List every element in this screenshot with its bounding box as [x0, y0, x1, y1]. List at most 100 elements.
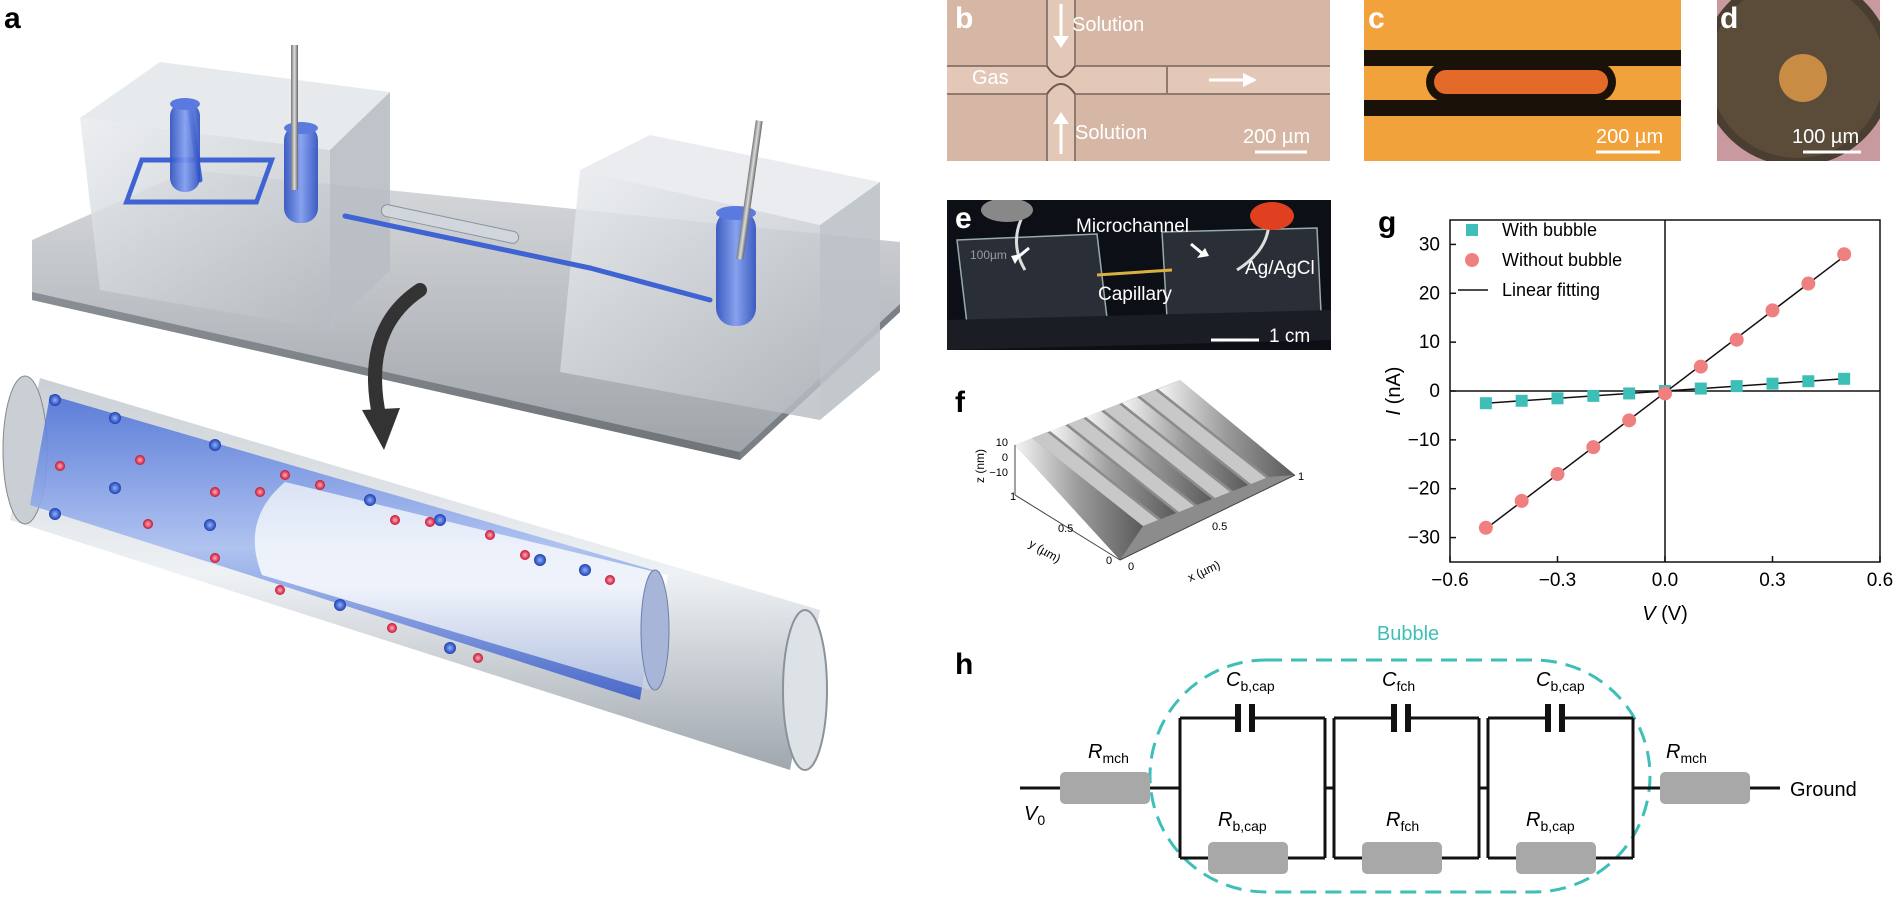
y-tick-0-5: 0.5	[1058, 523, 1073, 535]
panel-e-label-agagcl: Ag/AgCl	[1245, 258, 1315, 279]
data-point-without-bubble	[1837, 247, 1852, 262]
z-tick-10: 10	[996, 437, 1008, 449]
z-tick-neg10: −10	[989, 467, 1008, 479]
electrode-right	[736, 120, 763, 260]
data-point-with-bubble	[1838, 372, 1851, 385]
y-tick-label: 30	[1419, 234, 1440, 255]
panel-c-scale-label: 200 µm	[1596, 126, 1664, 148]
data-point-without-bubble	[1729, 332, 1744, 347]
gas-bubble	[254, 482, 668, 690]
x-tick-1: 1	[1298, 471, 1304, 483]
panel-letter-d: d	[1720, 2, 1739, 35]
capillary-tube-schematic	[380, 204, 520, 244]
data-point-with-bubble	[1551, 392, 1564, 405]
y-tick-label: −10	[1408, 430, 1440, 451]
panel-letter-f: f	[955, 386, 965, 419]
data-point-without-bubble	[1586, 440, 1601, 455]
legend-label-without-bubble: Without bubble	[1502, 250, 1622, 270]
label-cfch: Cfch	[1382, 669, 1415, 694]
y-axis-label: I (nA)	[1383, 367, 1405, 416]
data-point-without-bubble	[1622, 413, 1637, 428]
afm-ridges	[1015, 380, 1295, 560]
x-tick-label: 0.3	[1759, 570, 1785, 591]
panel-e-scale-label: 1 cm	[1269, 326, 1311, 347]
label-ground: Ground	[1790, 779, 1857, 801]
panel-e-label-microchannel: Microchannel	[1076, 216, 1189, 237]
data-point-with-bubble	[1730, 380, 1743, 393]
data-point-without-bubble	[1658, 386, 1672, 401]
z-axis-label: z (nm)	[973, 449, 987, 483]
panel-e-photo	[947, 200, 1331, 350]
data-point-with-bubble	[1802, 375, 1815, 388]
electrode-left	[291, 45, 298, 190]
data-point-with-bubble	[1587, 389, 1600, 402]
x-tick-0-5: 0.5	[1212, 521, 1227, 533]
bubble-label: Bubble	[1377, 623, 1439, 645]
resistor-rbcap-left	[1208, 842, 1288, 874]
data-point-without-bubble	[1514, 493, 1529, 508]
x-tick-0: 0	[1128, 561, 1134, 573]
y-tick-label: −20	[1408, 479, 1440, 500]
panel-e-label-capillary: Capillary	[1098, 284, 1172, 305]
panel-letter-a: a	[4, 2, 21, 35]
data-point-with-bubble	[1623, 387, 1636, 400]
panel-letter-g: g	[1378, 206, 1397, 239]
y-tick-0: 0	[1106, 555, 1112, 567]
zoom-arrow-icon	[368, 283, 427, 427]
panel-c-micrograph	[1364, 0, 1681, 161]
bubble-boundary	[1148, 658, 1652, 894]
panel-d-scale-label: 100 µm	[1792, 126, 1860, 148]
legend-marker-without-bubble	[1465, 253, 1479, 267]
label-rbcap-right: Rb,cap	[1526, 809, 1575, 834]
label-rbcap-left: Rb,cap	[1218, 809, 1267, 834]
panel-letter-e: e	[955, 202, 972, 235]
panel-a-schematic	[2, 45, 900, 771]
zoomed-capillary	[2, 375, 828, 771]
label-cbcap-right: Cb,cap	[1536, 669, 1585, 694]
resistor-rfch	[1362, 842, 1442, 874]
y-tick-label: 20	[1419, 283, 1440, 304]
data-point-with-bubble	[1479, 397, 1492, 410]
resistor-rmch-left	[1060, 772, 1150, 804]
y-tick-label: −30	[1408, 528, 1440, 549]
legend-marker-with-bubble	[1466, 224, 1478, 236]
reservoir-left-2	[284, 122, 318, 223]
panel-b-label-solution-bottom: Solution	[1075, 122, 1148, 144]
label-v0: V0	[1024, 803, 1045, 828]
panel-e-inner-tag: 100µm	[970, 248, 1007, 262]
panel-letter-h: h	[955, 648, 974, 681]
panel-h-circuit: Bubble	[1020, 623, 1857, 894]
right-pdms-block	[560, 135, 880, 420]
x-tick-label: −0.6	[1431, 570, 1469, 591]
x-axis-label: V (V)	[1642, 603, 1688, 625]
data-point-without-bubble	[1801, 276, 1816, 291]
panel-b-scale-label: 200 µm	[1243, 126, 1311, 148]
legend-label-with-bubble: With bubble	[1502, 220, 1597, 240]
data-point-with-bubble	[1694, 382, 1707, 395]
resistor-rmch-right	[1660, 772, 1750, 804]
data-point-without-bubble	[1550, 467, 1565, 482]
resistor-rbcap-right	[1516, 842, 1596, 874]
label-rmch-left: Rmch	[1088, 741, 1129, 766]
x-tick-label: 0.0	[1652, 570, 1678, 591]
data-point-without-bubble	[1478, 520, 1493, 535]
label-rfch: Rfch	[1386, 809, 1419, 834]
x-tick-label: 0.6	[1867, 570, 1893, 591]
legend-label-fit: Linear fitting	[1502, 280, 1600, 300]
reservoir-right	[716, 206, 756, 326]
x-tick-label: −0.3	[1539, 570, 1577, 591]
data-point-with-bubble	[1766, 377, 1779, 390]
data-point-without-bubble	[1693, 359, 1708, 374]
panel-b-micrograph	[947, 0, 1330, 161]
y-tick-label: 10	[1419, 332, 1440, 353]
label-cbcap-left: Cb,cap	[1226, 669, 1275, 694]
panel-b-label-solution-top: Solution	[1072, 14, 1145, 36]
y-axis-label: y (µm)	[1027, 536, 1064, 565]
y-tick-1: 1	[1010, 491, 1016, 503]
reservoir-left-1	[170, 98, 200, 192]
panel-d-micrograph	[1717, 0, 1880, 161]
substrate-edge	[32, 292, 740, 460]
x-axis-label: x (µm)	[1185, 558, 1222, 585]
label-rmch-right: Rmch	[1666, 741, 1707, 766]
